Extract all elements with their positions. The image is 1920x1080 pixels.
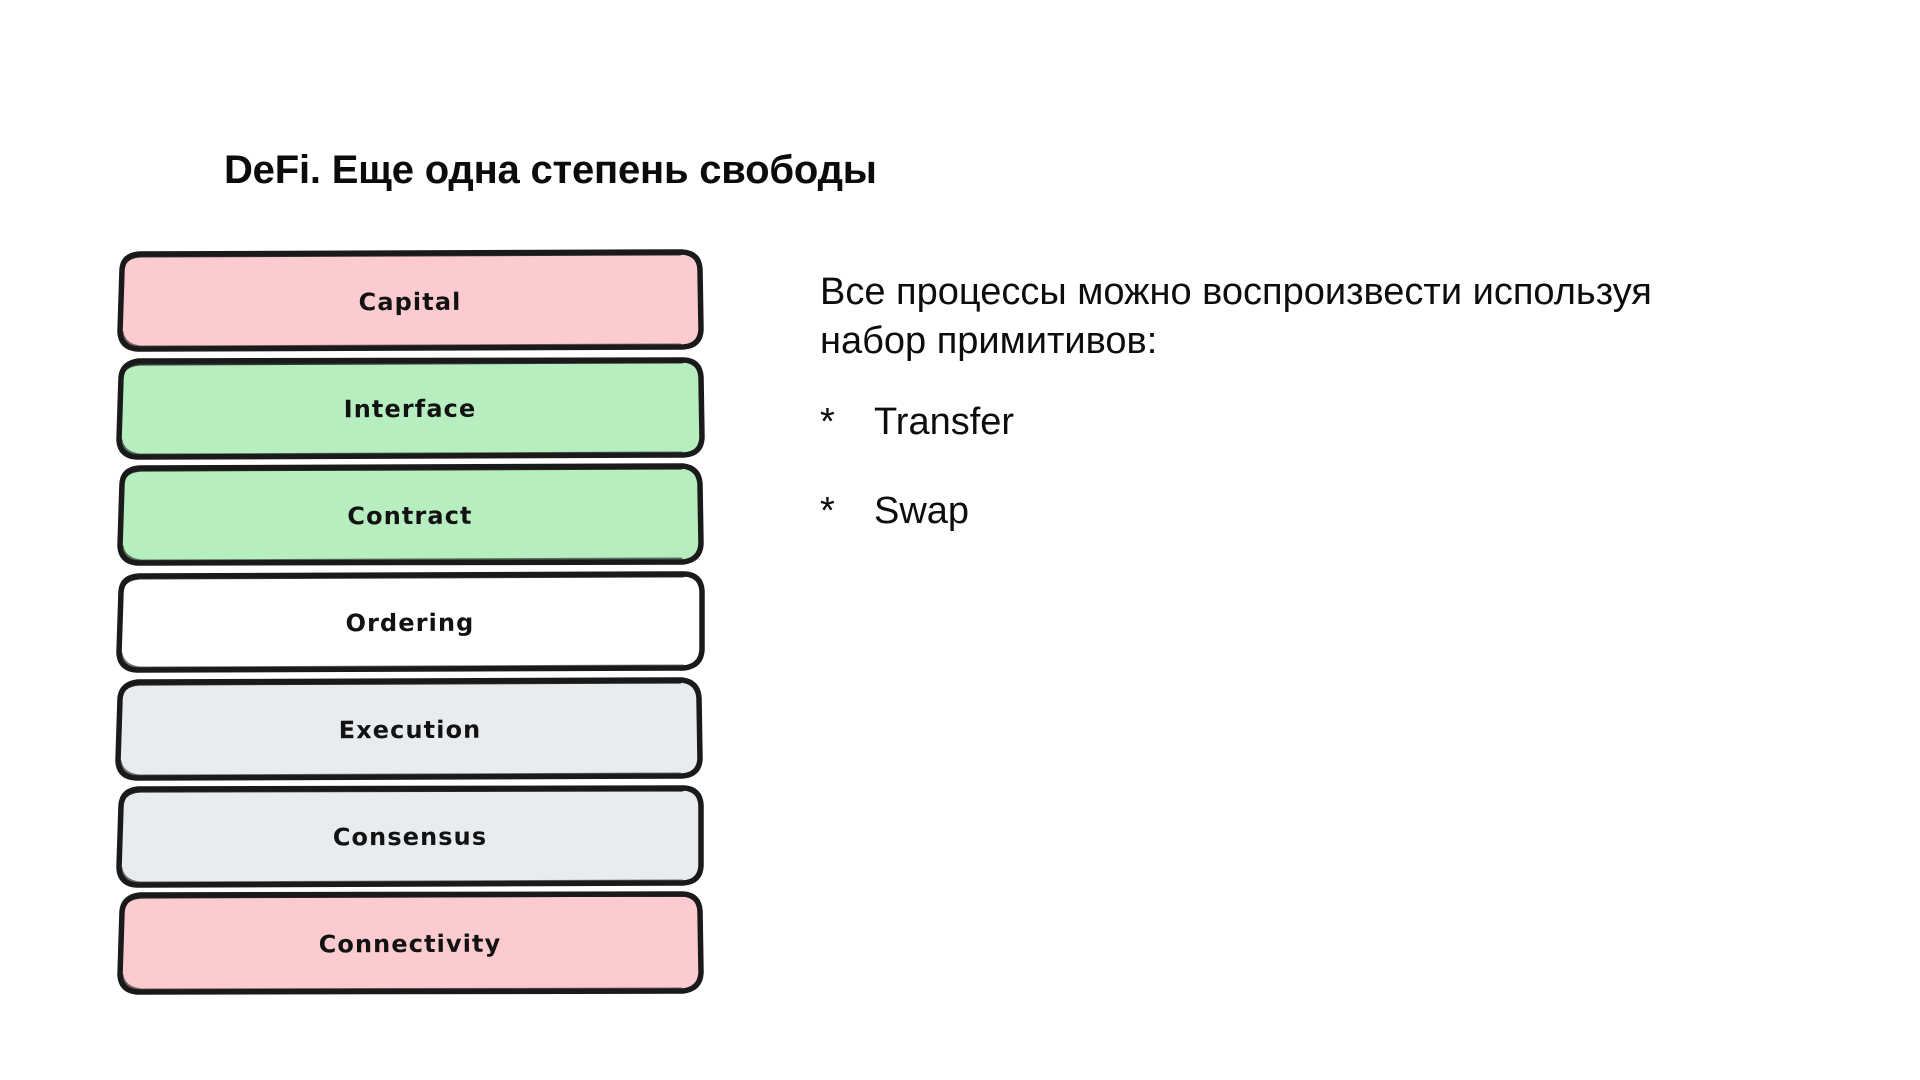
- list-item: * Swap: [820, 488, 1720, 536]
- primitive-label-transfer: Transfer: [874, 400, 1015, 443]
- layer-execution-shape: [115, 677, 703, 781]
- primitives-list: * Transfer * Swap: [820, 399, 1720, 536]
- primitive-label-swap: Swap: [874, 490, 970, 533]
- layer-consensus-shape: [116, 785, 704, 888]
- layer-contract-shape: [117, 463, 704, 566]
- layer-interface[interactable]: Interface: [110, 355, 710, 462]
- list-item: * Transfer: [820, 399, 1720, 447]
- layer-contract[interactable]: Contract: [110, 462, 710, 569]
- layer-interface-shape: [116, 357, 705, 460]
- primitives-panel: Все процессы можно воспроизвести использ…: [820, 268, 1720, 536]
- layer-capital-shape: [117, 249, 704, 352]
- layer-ordering[interactable]: Ordering: [110, 569, 710, 676]
- bullet-marker-icon: *: [820, 400, 835, 443]
- layer-execution[interactable]: Execution: [110, 676, 710, 783]
- primitives-intro-text: Все процессы можно воспроизвести использ…: [820, 271, 1652, 363]
- layer-ordering-shape: [116, 571, 705, 673]
- page-title: DeFi. Еще одна степень свободы: [224, 148, 877, 192]
- layer-connectivity-shape: [117, 891, 704, 995]
- layer-consensus[interactable]: Consensus: [110, 783, 710, 890]
- layer-capital[interactable]: Capital: [110, 248, 710, 355]
- defi-layer-stack: Capital Interface Contract: [110, 248, 710, 997]
- layer-connectivity[interactable]: Connectivity: [110, 890, 710, 997]
- bullet-marker-icon: *: [820, 490, 835, 533]
